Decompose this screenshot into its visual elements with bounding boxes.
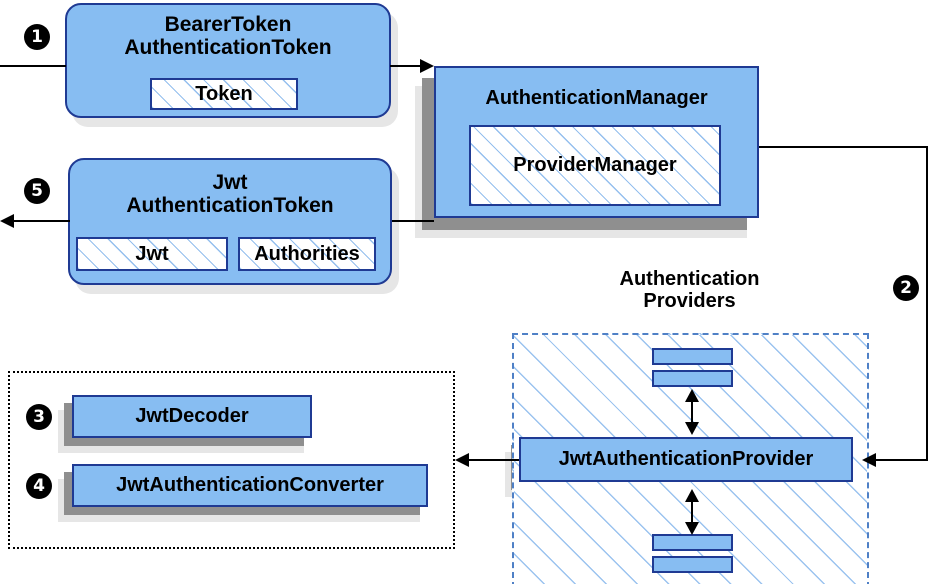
jwt-token-label: Jwt AuthenticationToken bbox=[126, 171, 334, 217]
connector-manager-down bbox=[926, 146, 928, 461]
bearer-token-label: BearerToken AuthenticationToken bbox=[124, 13, 332, 59]
jwt-authentication-provider-label: JwtAuthenticationProvider bbox=[558, 447, 814, 470]
connector-into-provider bbox=[876, 459, 928, 461]
token-subbox: Token bbox=[150, 78, 298, 110]
provider-placeholder-bar-1 bbox=[652, 348, 733, 365]
arrowhead-into-provider bbox=[862, 453, 876, 467]
authentication-manager-label: AuthenticationManager bbox=[485, 87, 708, 109]
arrowhead-token-out bbox=[0, 214, 14, 228]
connector-token-out bbox=[14, 220, 70, 222]
step-badge-3: 3 bbox=[26, 404, 52, 430]
connector-provider-down-shaft bbox=[691, 492, 693, 530]
arrowhead-provider-down bbox=[685, 522, 699, 535]
connector-manager-to-token bbox=[392, 220, 434, 222]
jwt-authentication-converter-node[interactable]: JwtAuthenticationConverter bbox=[72, 464, 428, 507]
step-badge-1: 1 bbox=[24, 24, 50, 50]
provider-placeholder-bar-3 bbox=[652, 534, 733, 551]
step-badge-4: 4 bbox=[26, 473, 52, 499]
connector-provider-up-shaft bbox=[691, 392, 693, 430]
jwt-decoder-label: JwtDecoder bbox=[135, 404, 249, 427]
provider-placeholder-bar-2 bbox=[652, 370, 733, 387]
jwt-decoder-node[interactable]: JwtDecoder bbox=[72, 395, 312, 438]
connector-provider-to-support bbox=[469, 459, 519, 461]
step-badge-2: 2 bbox=[893, 275, 919, 301]
arrowhead-provider-down-upper bbox=[685, 422, 699, 435]
authorities-subbox: Authorities bbox=[238, 237, 376, 271]
arrowhead-provider-up bbox=[685, 389, 699, 402]
step-badge-5: 5 bbox=[24, 178, 50, 204]
arrowhead-provider-to-support bbox=[455, 453, 469, 467]
authentication-providers-caption: Authentication Providers bbox=[619, 268, 760, 313]
provider-manager-subbox: ProviderManager bbox=[469, 125, 721, 206]
arrowhead-provider-up-lower bbox=[685, 489, 699, 502]
jwt-authentication-converter-label: JwtAuthenticationConverter bbox=[116, 473, 384, 496]
connector-request-in bbox=[0, 65, 66, 67]
connector-manager-right bbox=[759, 146, 928, 148]
jwt-authentication-provider-node[interactable]: JwtAuthenticationProvider bbox=[519, 437, 853, 482]
arrowhead-bearer-to-manager bbox=[420, 59, 434, 73]
provider-placeholder-bar-4 bbox=[652, 556, 733, 573]
jwt-support-components-region bbox=[8, 371, 455, 549]
connector-bearer-to-manager bbox=[390, 65, 424, 67]
jwt-subbox: Jwt bbox=[76, 237, 228, 271]
